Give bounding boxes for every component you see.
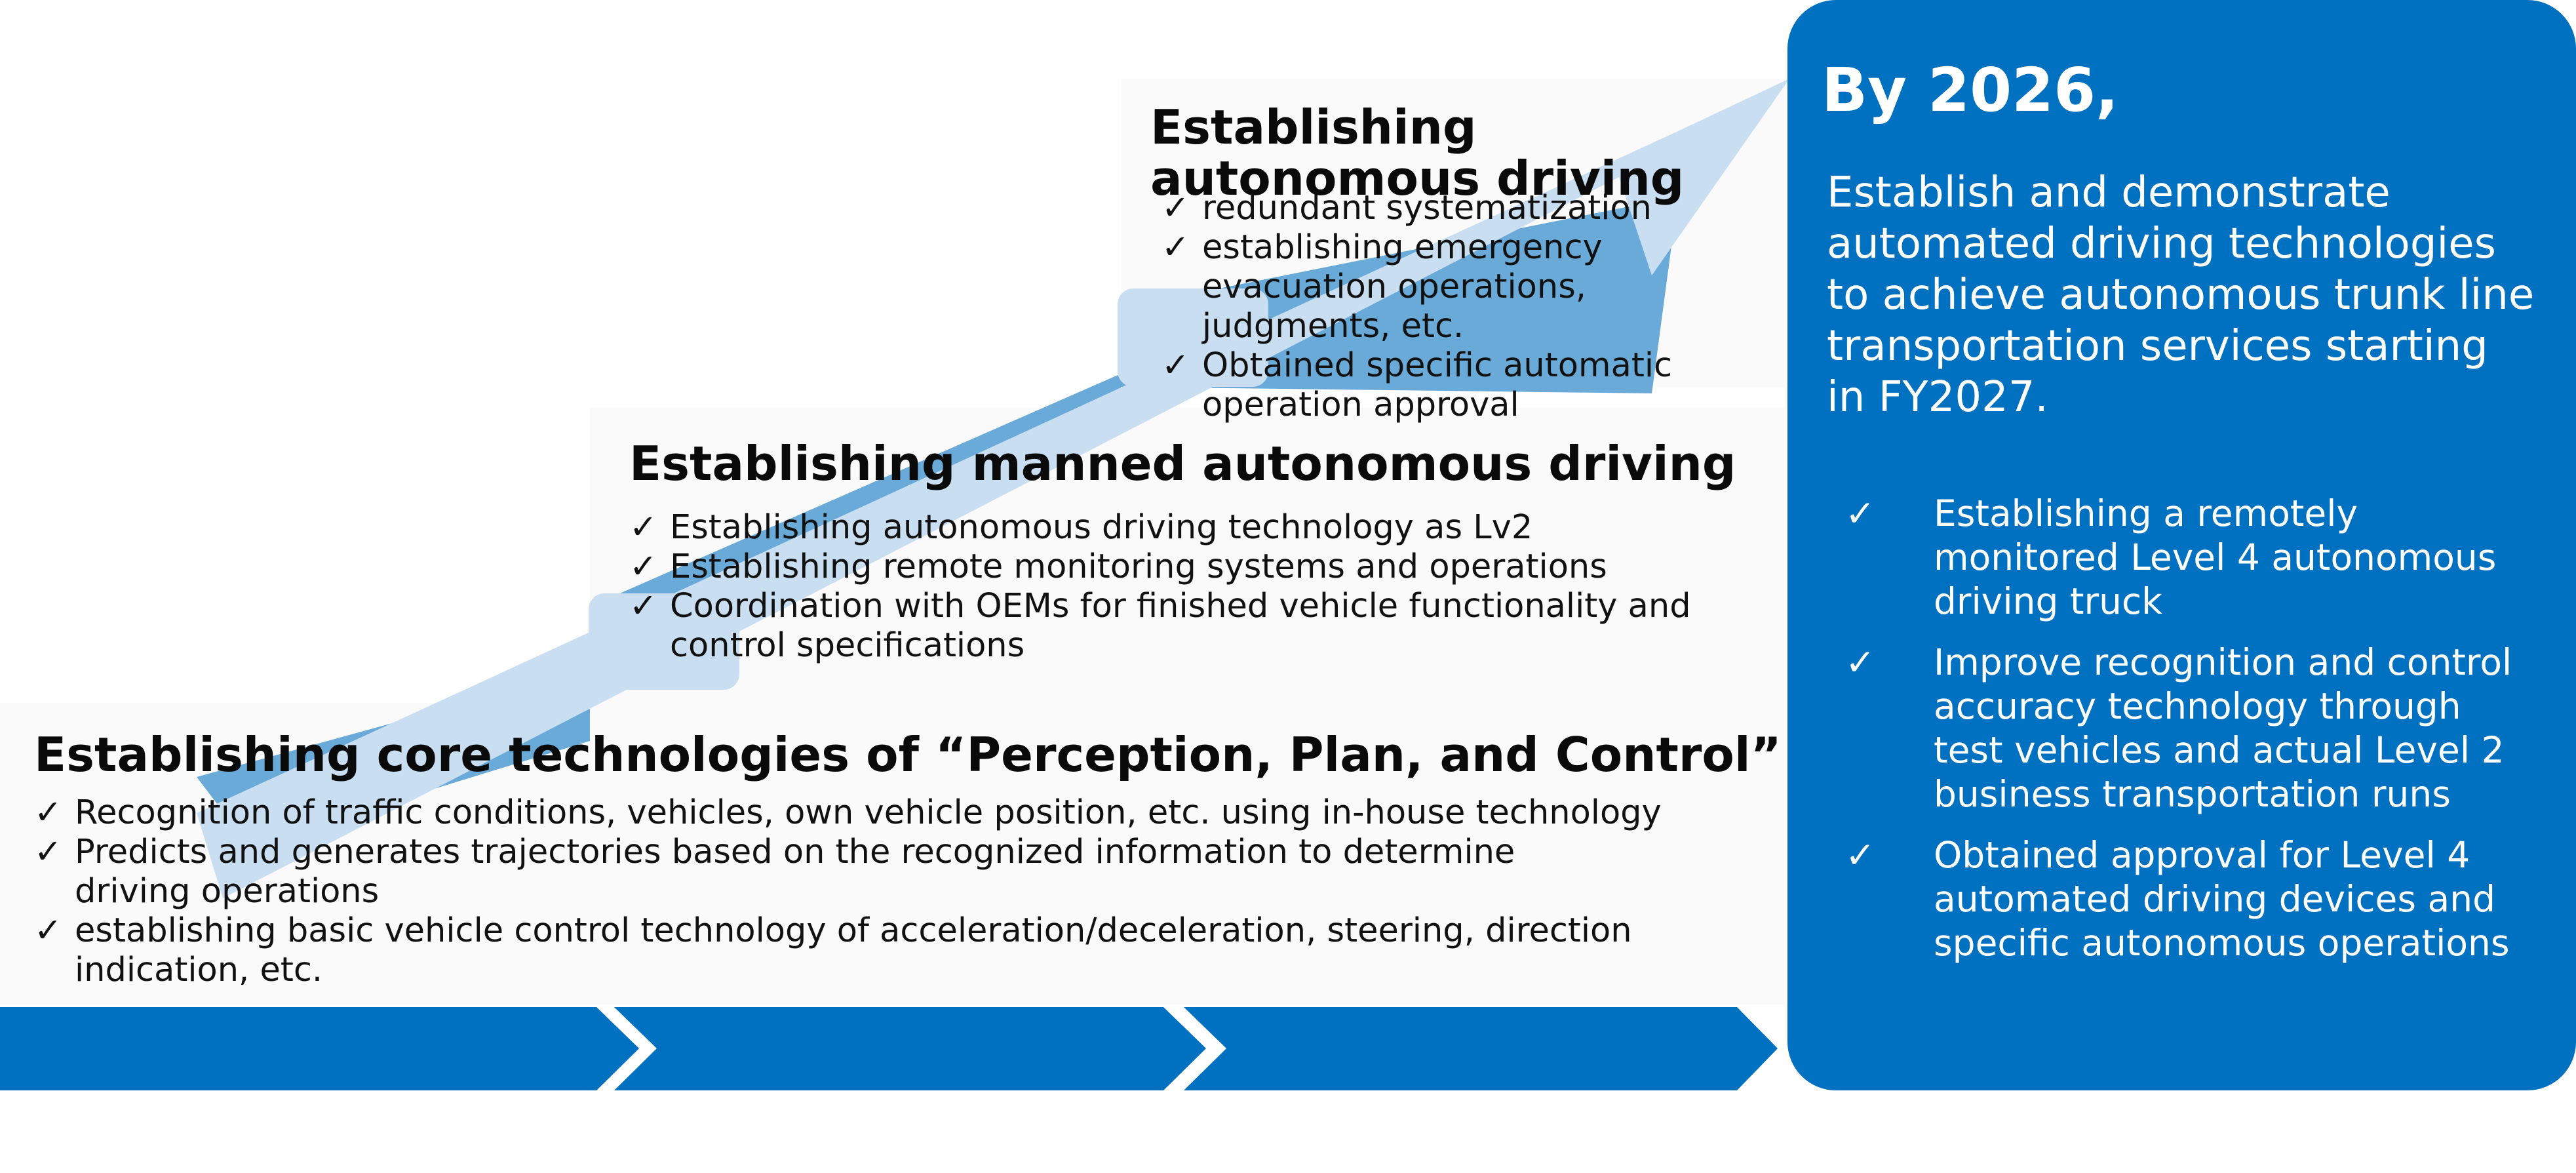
check-icon: ✓	[34, 793, 62, 832]
check-icon: ✓	[34, 911, 62, 950]
stage-2-item: ✓ Establishing autonomous driving technol…	[629, 508, 1691, 547]
goal-item: ✓ Establishing a remotely monitored Level…	[1845, 492, 2540, 624]
stage-1-item: ✓ establishing basic vehicle control tech…	[34, 911, 1751, 990]
check-icon: ✓	[629, 547, 657, 586]
check-icon: ✓	[1161, 189, 1190, 228]
check-icon: ✓	[1845, 492, 1876, 534]
check-icon: ✓	[34, 833, 62, 871]
goal-item-text: Establishing a remotely monitored Level …	[1934, 492, 2497, 622]
check-icon: ✓	[1161, 228, 1190, 267]
check-icon: ✓	[629, 587, 657, 626]
stage-1-list: ✓ Recognition of traffic conditions, vehi…	[34, 793, 1751, 990]
goal-item-text: Obtained approval for Level 4 automated …	[1934, 834, 2510, 964]
stage-1-item: ✓ Predicts and generates trajectories bas…	[34, 833, 1751, 911]
check-icon: ✓	[1845, 641, 1876, 683]
stage-1-item-text: Recognition of traffic conditions, vehic…	[75, 793, 1662, 832]
stage-2-list: ✓ Establishing autonomous driving technol…	[629, 508, 1691, 666]
stage-2-title: Establishing manned autonomous driving	[629, 436, 1736, 491]
chevron-segment-3	[1184, 1007, 1778, 1090]
stage-1-item-text: Predicts and generates trajectories base…	[75, 833, 1515, 911]
stage-1-item: ✓ Recognition of traffic conditions, vehi…	[34, 793, 1751, 833]
stage-3-item: ✓ establishing emergency evacuation opera…	[1161, 228, 1784, 346]
check-icon: ✓	[629, 508, 657, 547]
stage-2-item: ✓ Coordination with OEMs for finished veh…	[629, 587, 1691, 666]
goal-box: By 2026, Establish and demonstrate autom…	[1787, 0, 2576, 1090]
goal-list: ✓ Establishing a remotely monitored Level…	[1845, 492, 2540, 982]
goal-item: ✓ Improve recognition and control accurac…	[1845, 641, 2540, 816]
stage-3-item: ✓ Obtained specific automatic operation a…	[1161, 346, 1784, 425]
stage-3-item-text: establishing emergency evacuation operat…	[1202, 228, 1603, 346]
stage-3-item-text: Obtained specific automatic operation ap…	[1202, 346, 1673, 424]
stage-3-list: ✓ redundant systematization ✓ establishing…	[1161, 189, 1784, 425]
stage-3-item-text: redundant systematization	[1202, 189, 1652, 228]
stage-3-item: ✓ redundant systematization	[1161, 189, 1784, 228]
stage-2-item-text: Establishing autonomous driving technolo…	[670, 508, 1533, 547]
check-icon: ✓	[1161, 346, 1190, 385]
check-icon: ✓	[1845, 834, 1876, 876]
stage-2-item-text: Establishing remote monitoring systems a…	[670, 547, 1607, 586]
stage-1-item-text: establishing basic vehicle control techn…	[75, 911, 1632, 989]
step-3-block	[1118, 288, 1268, 387]
stage-2-item: ✓ Establishing remote monitoring systems …	[629, 547, 1691, 587]
goal-item-text: Improve recognition and control accuracy…	[1934, 641, 2512, 815]
stage-1-title: Establishing core technologies of “Perce…	[34, 727, 1782, 782]
step-2-block	[589, 593, 739, 690]
chevron-segment-1	[0, 1007, 639, 1090]
goal-year-heading: By 2026,	[1822, 55, 2119, 125]
stage-2-item-text: Coordination with OEMs for finished vehi…	[670, 587, 1691, 665]
goal-item: ✓ Obtained approval for Level 4 automated…	[1845, 833, 2540, 965]
stage-3-title: Establishing autonomous driving	[1150, 100, 1685, 206]
diagonal-arrow-body	[197, 79, 1789, 898]
goal-statement: Establish and demonstrate automated driv…	[1827, 169, 2535, 422]
chevron-segment-2	[614, 1007, 1206, 1090]
